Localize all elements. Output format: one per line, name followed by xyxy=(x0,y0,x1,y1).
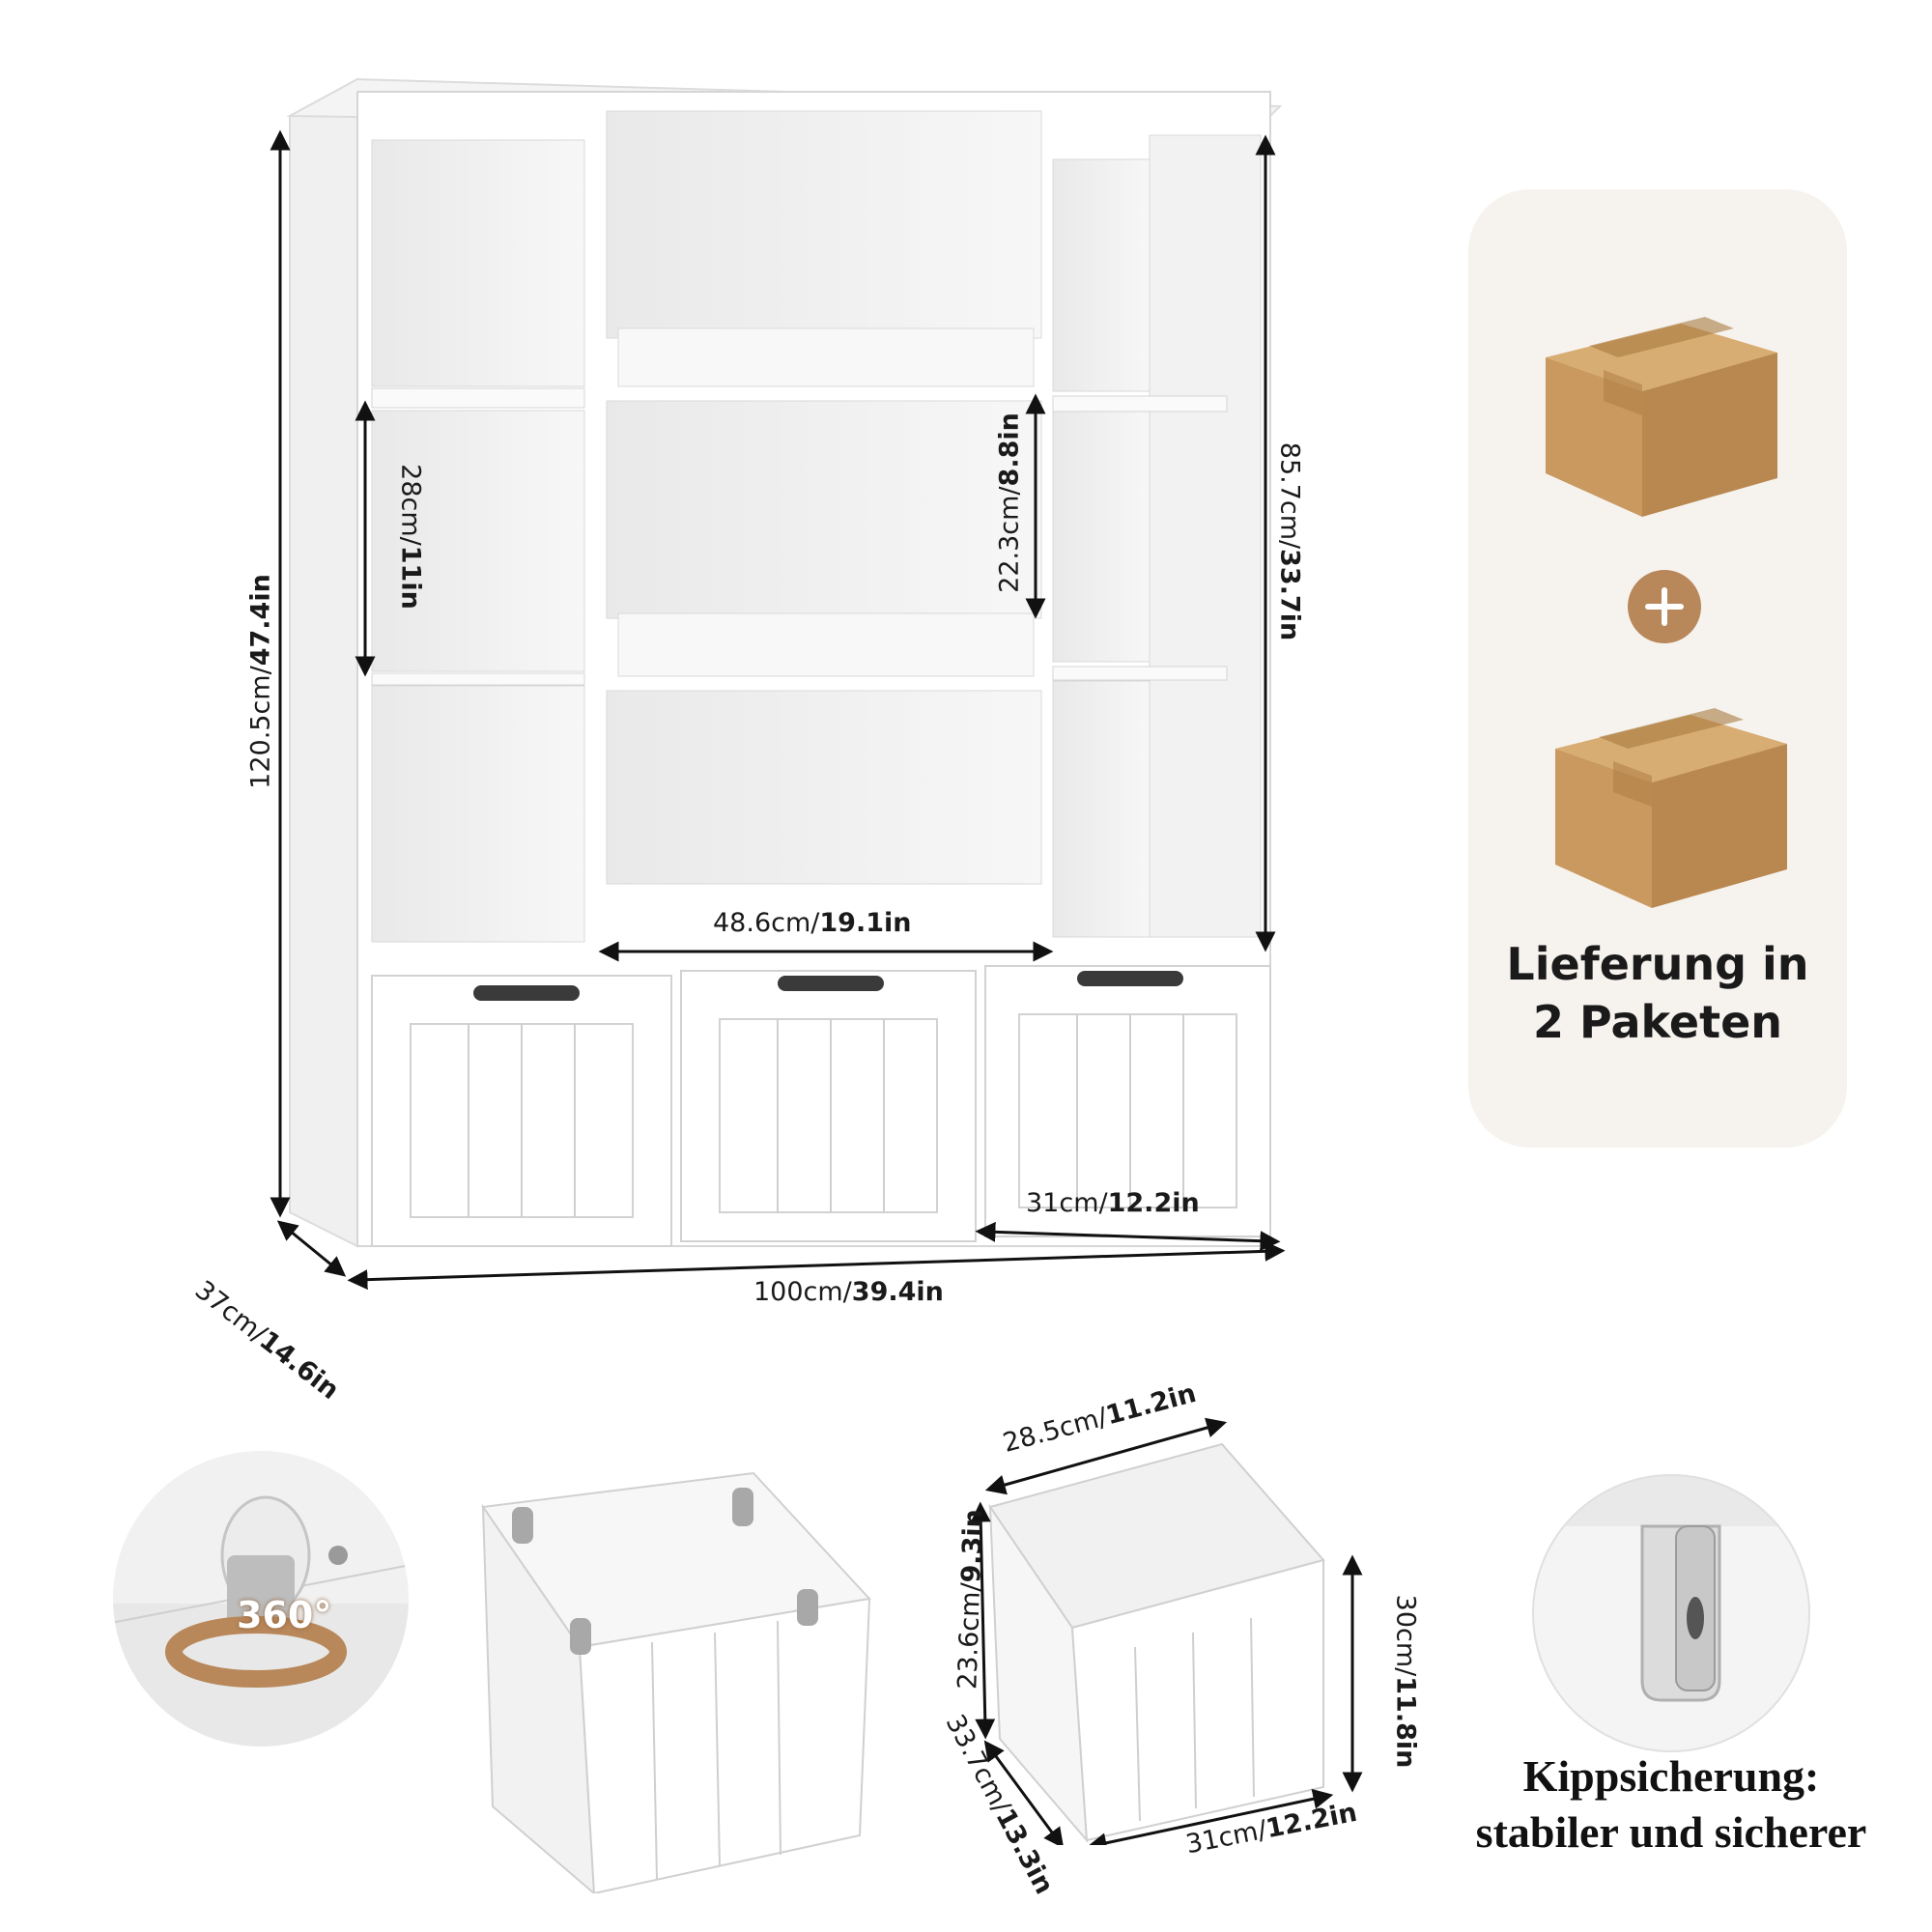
height-total-label: 120.5cm/47.4in xyxy=(245,574,276,789)
plus-icon xyxy=(1628,570,1701,643)
bin-open xyxy=(970,1417,1363,1845)
package-box-icon xyxy=(1546,317,1777,517)
anti-tip-text: Kippsicherung: stabiler und sicherer xyxy=(1430,1748,1913,1861)
wheel-icons xyxy=(512,1488,818,1655)
shelf-illustration xyxy=(270,77,1286,1291)
anti-tip-line-2: stabiler und sicherer xyxy=(1475,1807,1867,1857)
anti-tip-detail xyxy=(1532,1474,1810,1752)
delivery-line-1: Lieferung in xyxy=(1506,938,1809,990)
drawer-width-label: 31cm/12.2in xyxy=(1026,1188,1200,1218)
width-total-label: 100cm/39.4in xyxy=(753,1277,944,1307)
upper-height-label: 85.7cm/33.7in xyxy=(1274,441,1305,641)
anti-tip-line-1: Kippsicherung: xyxy=(1522,1751,1820,1801)
caster-rotation-label: 360° xyxy=(237,1594,332,1636)
delivery-line-2: 2 Paketen xyxy=(1532,996,1783,1048)
caster-detail xyxy=(113,1451,409,1747)
package-box-icon-2 xyxy=(1555,708,1787,908)
bin-height-label: 30cm/11.8in xyxy=(1390,1594,1421,1769)
bin-with-wheels xyxy=(481,1471,871,1893)
shelf-left-label: 28cm/11in xyxy=(395,464,426,610)
mid-width-label: 48.6cm/19.1in xyxy=(713,908,912,938)
delivery-text: Lieferung in 2 Paketen xyxy=(1468,935,1847,1051)
shelf-mid-label: 22.3cm/8.8in xyxy=(994,412,1025,593)
